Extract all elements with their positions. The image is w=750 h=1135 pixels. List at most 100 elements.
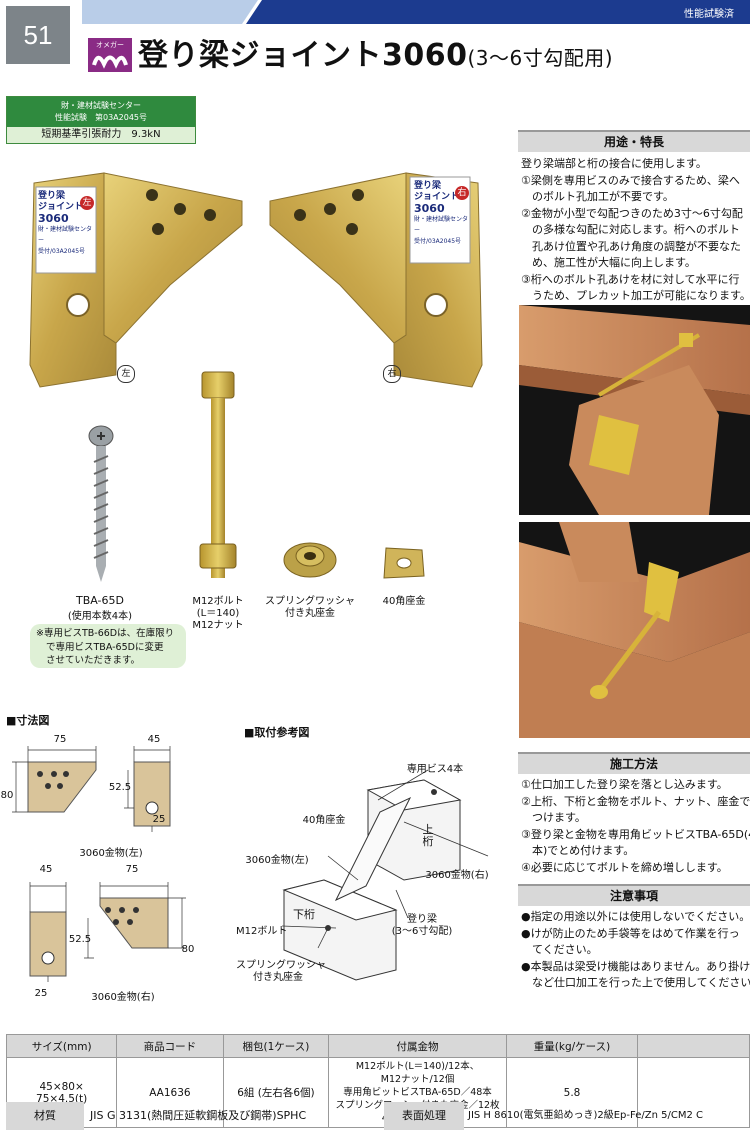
spec-table-header-row: サイズ(mm) 商品コード 梱包(1ケース) 付属金物 重量(kg/ケース) — [5, 1034, 750, 1058]
sticker-left-l3: 3060 — [38, 212, 69, 225]
cell-packing: 6組 (左右各6個) — [222, 1057, 330, 1128]
sticker-left: 登り梁 ジョイント 3060 財・建材試験センター 受付/03A2045号 — [38, 191, 94, 257]
mounting-header: ■取付参考図 — [244, 726, 310, 739]
header-band — [82, 0, 750, 24]
performance-tested-badge: 性能試験済 — [676, 6, 742, 24]
cert-line-1: 財・建材試験センター — [61, 101, 141, 110]
mount-lower-beam-label: 下桁 — [293, 908, 315, 921]
mount-washer-label-2: 付き丸座金 — [253, 972, 303, 983]
acc-line-2: M12ナット/12個 — [380, 1074, 455, 1085]
spring-washer-label-2: 付き丸座金 — [285, 608, 335, 619]
finish-label: 表面処理 — [384, 1102, 464, 1130]
caption-left-fitting: 3060金物(左) — [79, 848, 143, 859]
note-line-2: で専用ビスTBA-65Dに変更 — [46, 641, 164, 653]
omega-logo — [88, 38, 132, 72]
install-line-4: ③登り梁と金物を専用角ビットビスTBA-65D(4 — [521, 827, 750, 841]
mount-fitting-right-label: 3060金物(右) — [425, 870, 489, 881]
mount-washer-label-1: スプリングワッシャ — [236, 960, 326, 971]
dim-80-top: 80 — [0, 790, 14, 801]
sticker-left-l5: 受付/03A2045号 — [38, 248, 86, 255]
sticker-right-l3: 3060 — [414, 202, 445, 215]
screw-image — [88, 425, 114, 582]
install-line-6: ④必要に応じてボルトを締め増しします。 — [521, 860, 728, 874]
usage-header: 用途・特長 — [518, 130, 750, 152]
sticker-right-l5: 受付/03A2045号 — [414, 238, 462, 245]
dim-52-5-bottom: 52.5 — [68, 934, 92, 945]
note-line-3: させていただきます。 — [46, 655, 141, 666]
cell-weight: 5.8 — [505, 1057, 639, 1128]
th-weight: 重量(kg/ケース) — [505, 1034, 639, 1058]
usage-line-9: うため、プレカット加工が可能になります。 — [521, 289, 750, 302]
dimension-drawing — [12, 746, 186, 982]
spring-washer-label-1: スプリングワッシャ — [265, 596, 355, 607]
mounting-diagram — [281, 769, 489, 981]
page-number: 51 — [6, 6, 70, 64]
dimension-header: ■寸法図 — [6, 714, 50, 727]
install-line-2: ②上桁、下桁と金物をボルト、ナット、座金でとめ — [521, 794, 750, 808]
sticker-right-l2: ジョイント — [414, 192, 460, 202]
dim-75-bottom: 75 — [125, 864, 139, 875]
dim-45-bottom: 45 — [39, 864, 53, 875]
label-right: 右 — [383, 365, 401, 383]
usage-line-4: ②金物が小型で勾配つきのため3寸〜6寸勾配 — [521, 206, 743, 220]
cert-line-2: 性能試験 第03A2045号 — [54, 113, 147, 122]
usage-line-3: のボルト孔加工が不要です。 — [521, 190, 674, 203]
usage-line-7: め、施工性が大幅に向上します。 — [521, 256, 696, 269]
sticker-right-mark: 右 — [455, 186, 469, 200]
logo-text: オメガー — [96, 41, 124, 49]
size-line-2: 75×4.5(t) — [36, 1092, 88, 1105]
usage-line-1: 登り梁端部と桁の接合に使用します。 — [521, 157, 707, 170]
caution-text: ●指定の用途以外には使用しないでください。 ●けが防止のため手袋等をはめて作業を… — [521, 909, 750, 992]
sticker-right-l1: 登り梁 — [414, 181, 442, 191]
dim-80-bottom: 80 — [181, 944, 195, 955]
title-sub: (3〜6寸勾配用) — [467, 46, 614, 70]
usage-line-5: の多様な勾配に対応します。桁へのボルト — [521, 223, 740, 236]
material-label: 材質 — [6, 1102, 84, 1130]
square-washer-image — [383, 547, 425, 579]
bolt-label-1: M12ボルト — [192, 596, 244, 607]
usage-line-8: ③桁へのボルト孔あけを材に対して水平に行 — [521, 272, 740, 286]
sticker-left-mark: 左 — [80, 196, 94, 210]
screw-name: TBA-65D — [76, 594, 124, 607]
acc-line-1: M12ボルト(L＝140)/12本、 — [355, 1061, 480, 1072]
mount-rafter-label: 登り梁 — [407, 914, 437, 925]
note-line-1: ※専用ビスTB-66Dは、在庫限り — [36, 628, 175, 639]
title-main: 登り梁ジョイント3060 — [138, 38, 468, 73]
sticker-right-l4: 財・建材試験センター — [414, 216, 469, 234]
dim-52-5-top: 52.5 — [108, 782, 132, 793]
dim-45-top: 45 — [147, 734, 161, 745]
mount-fitting-left-label: 3060金物(左) — [245, 855, 309, 866]
screw-change-note: ※専用ビスTB-66Dは、在庫限り で専用ビスTBA-65Dに変更 させていただ… — [30, 624, 186, 668]
caution-line-4: ●本製品は梁受け機能はありません。あり掛け — [521, 959, 750, 973]
bracket-left-photo — [29, 172, 243, 388]
caution-line-1: ●指定の用途以外には使用しないでください。 — [521, 910, 750, 923]
caution-line-2: ●けが防止のため手袋等をはめて作業を行っ — [521, 926, 740, 940]
caution-line-3: てください。 — [521, 943, 598, 956]
caution-line-5: など仕口加工を行った上で使用してください。 — [521, 976, 750, 989]
sticker-left-l1: 登り梁 — [38, 191, 66, 201]
mount-upper-beam-label: 上桁 — [422, 823, 434, 848]
usage-text: 登り梁端部と桁の接合に使用します。 ①梁側を専用ビスのみで接合するため、梁へ の… — [521, 156, 750, 305]
install-line-1: ①仕口加工した登り梁を落とし込みます。 — [521, 778, 728, 791]
cell-blank — [637, 1057, 750, 1128]
spring-washer-image — [283, 542, 337, 578]
mount-screws-label: 専用ビス4本 — [406, 764, 464, 775]
finish-value: JIS H 8610(電気亜鉛めっき)2級Ep-Fe/Zn 5/CM2 C — [468, 1110, 703, 1121]
usage-line-2: ①梁側を専用ビスのみで接合するため、梁へ — [521, 173, 740, 187]
label-left: 左 — [117, 365, 135, 383]
page-title: 登り梁ジョイント3060(3〜6寸勾配用) — [138, 30, 613, 74]
usage-line-6: 孔あけ位置や孔あけ角度の調整が不要なた — [521, 239, 741, 253]
material-footer: 材質 JIS G 3131(熱間圧延軟鋼板及び鋼帯)SPHC 表面処理 JIS … — [6, 1102, 750, 1130]
sticker-right: 登り梁 ジョイント 3060 財・建材試験センター 受付/03A2045号 — [414, 181, 470, 247]
th-packing: 梱包(1ケース) — [222, 1034, 330, 1058]
bolt-label-2: (L＝140) — [196, 608, 240, 619]
bolt-label-3: M12ナット — [192, 620, 244, 631]
size-line-1: 45×80× — [39, 1080, 84, 1093]
bolt-image — [199, 371, 237, 578]
install-line-5: 本)でとめ付けます。 — [521, 844, 635, 857]
mount-rafter-pitch-label: (3〜6寸勾配) — [391, 926, 453, 937]
dim-25-top: 25 — [152, 814, 166, 825]
install-photo-top — [519, 305, 750, 515]
bracket-right-photo — [269, 172, 483, 388]
sticker-left-l2: ジョイント — [38, 202, 84, 212]
